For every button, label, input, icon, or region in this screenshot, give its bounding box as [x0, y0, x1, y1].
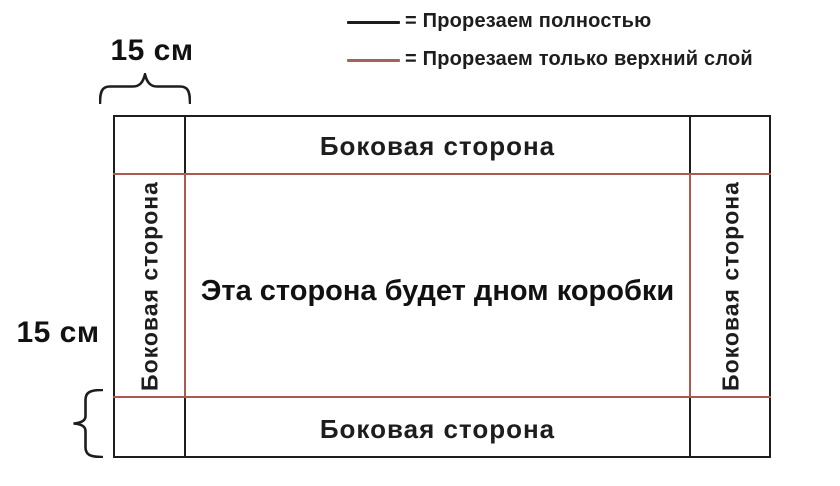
top-layer-cut-line-right: [689, 175, 691, 396]
dimension-label-top-width: 15 см: [110, 34, 194, 67]
side-label-right: Боковая сторона: [717, 181, 744, 391]
full-cut-line-bottom-right: [689, 396, 691, 458]
legend-label-full-cut: = Прорезаем полностью: [405, 10, 652, 32]
full-cut-line-icon: [347, 21, 400, 24]
box-outline: [113, 115, 771, 458]
left-brace-icon: [73, 389, 103, 458]
side-label-top: Боковая сторона: [319, 131, 556, 161]
full-cut-line-bottom-left: [184, 396, 186, 458]
legend-label-top-layer-cut: = Прорезаем только верхний слой: [405, 48, 753, 70]
dimension-label-left-height: 15 см: [16, 316, 100, 349]
full-cut-line-top-right: [689, 115, 691, 175]
bottom-panel-label: Эта сторона будет дном коробки: [200, 275, 675, 307]
top-layer-cut-line-lower: [113, 396, 771, 398]
side-label-left: Боковая сторона: [136, 181, 163, 391]
full-cut-line-top-left: [184, 115, 186, 175]
top-layer-cut-line-left: [184, 175, 186, 396]
top-layer-cut-line-icon: [347, 59, 400, 62]
top-layer-cut-line-upper: [113, 173, 771, 175]
side-label-bottom: Боковая сторона: [319, 414, 556, 444]
top-brace-icon: [99, 73, 191, 104]
